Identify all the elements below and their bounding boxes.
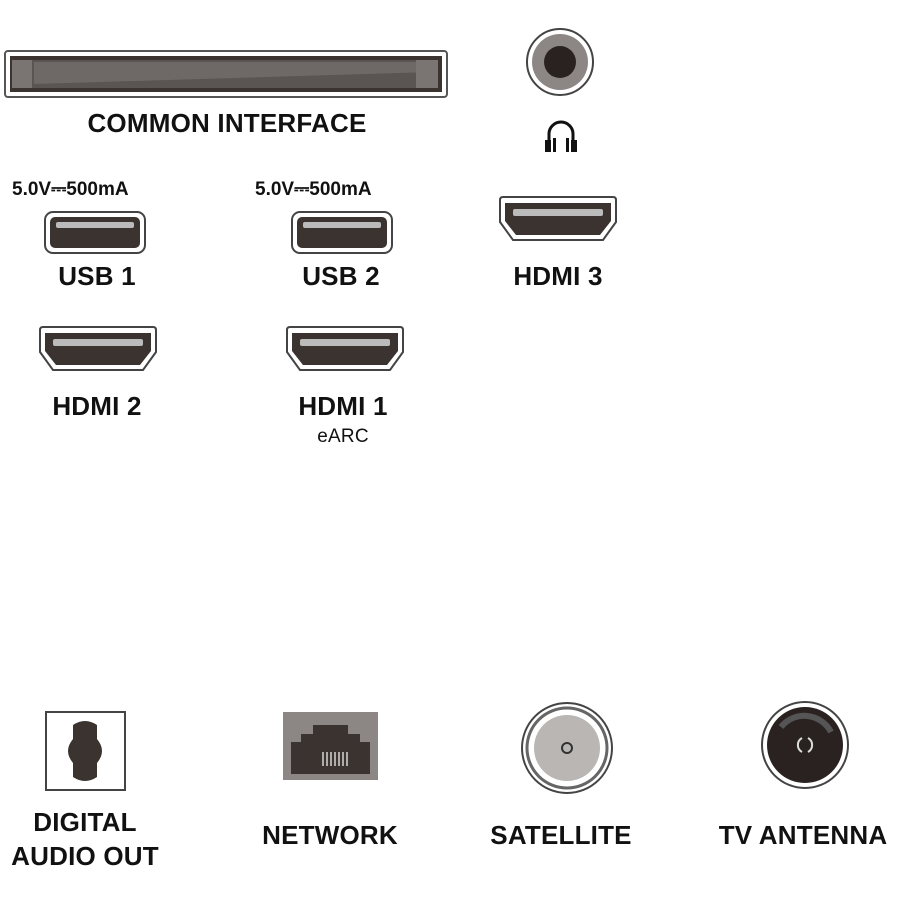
headphone-icon: [545, 120, 577, 152]
usb2-port-icon: [291, 211, 393, 254]
hdmi1-port-icon: [286, 326, 404, 371]
common-interface-label: COMMON INTERFACE: [87, 108, 367, 138]
headphone-jack-icon: [526, 28, 594, 96]
ethernet-port-icon: [283, 712, 378, 780]
optical-port-icon: [45, 711, 126, 791]
usb2-label: USB 2: [302, 261, 380, 291]
antenna-label: TV ANTENNA: [718, 820, 888, 850]
common-interface-slot-icon: [4, 50, 448, 98]
hdmi2-label: HDMI 2: [52, 391, 142, 421]
hdmi1-label: HDMI 1: [298, 391, 388, 421]
antenna-port-icon: [761, 701, 849, 789]
network-label: NETWORK: [262, 820, 398, 850]
usb1-label: USB 1: [58, 261, 136, 291]
digital-audio-label-line1: DIGITAL: [33, 807, 137, 837]
usb1-rating: 5.0V⎓500mA: [12, 179, 129, 200]
hdmi3-port-icon: [499, 196, 617, 241]
satellite-port-icon: [521, 702, 613, 794]
usb1-port-icon: [44, 211, 146, 254]
hdmi1-earc-label: eARC: [317, 426, 369, 447]
satellite-label: SATELLITE: [490, 820, 632, 850]
hdmi2-port-icon: [39, 326, 157, 371]
digital-audio-label-line2: AUDIO OUT: [11, 841, 159, 871]
usb2-rating: 5.0V⎓500mA: [255, 179, 372, 200]
hdmi3-label: HDMI 3: [513, 261, 603, 291]
